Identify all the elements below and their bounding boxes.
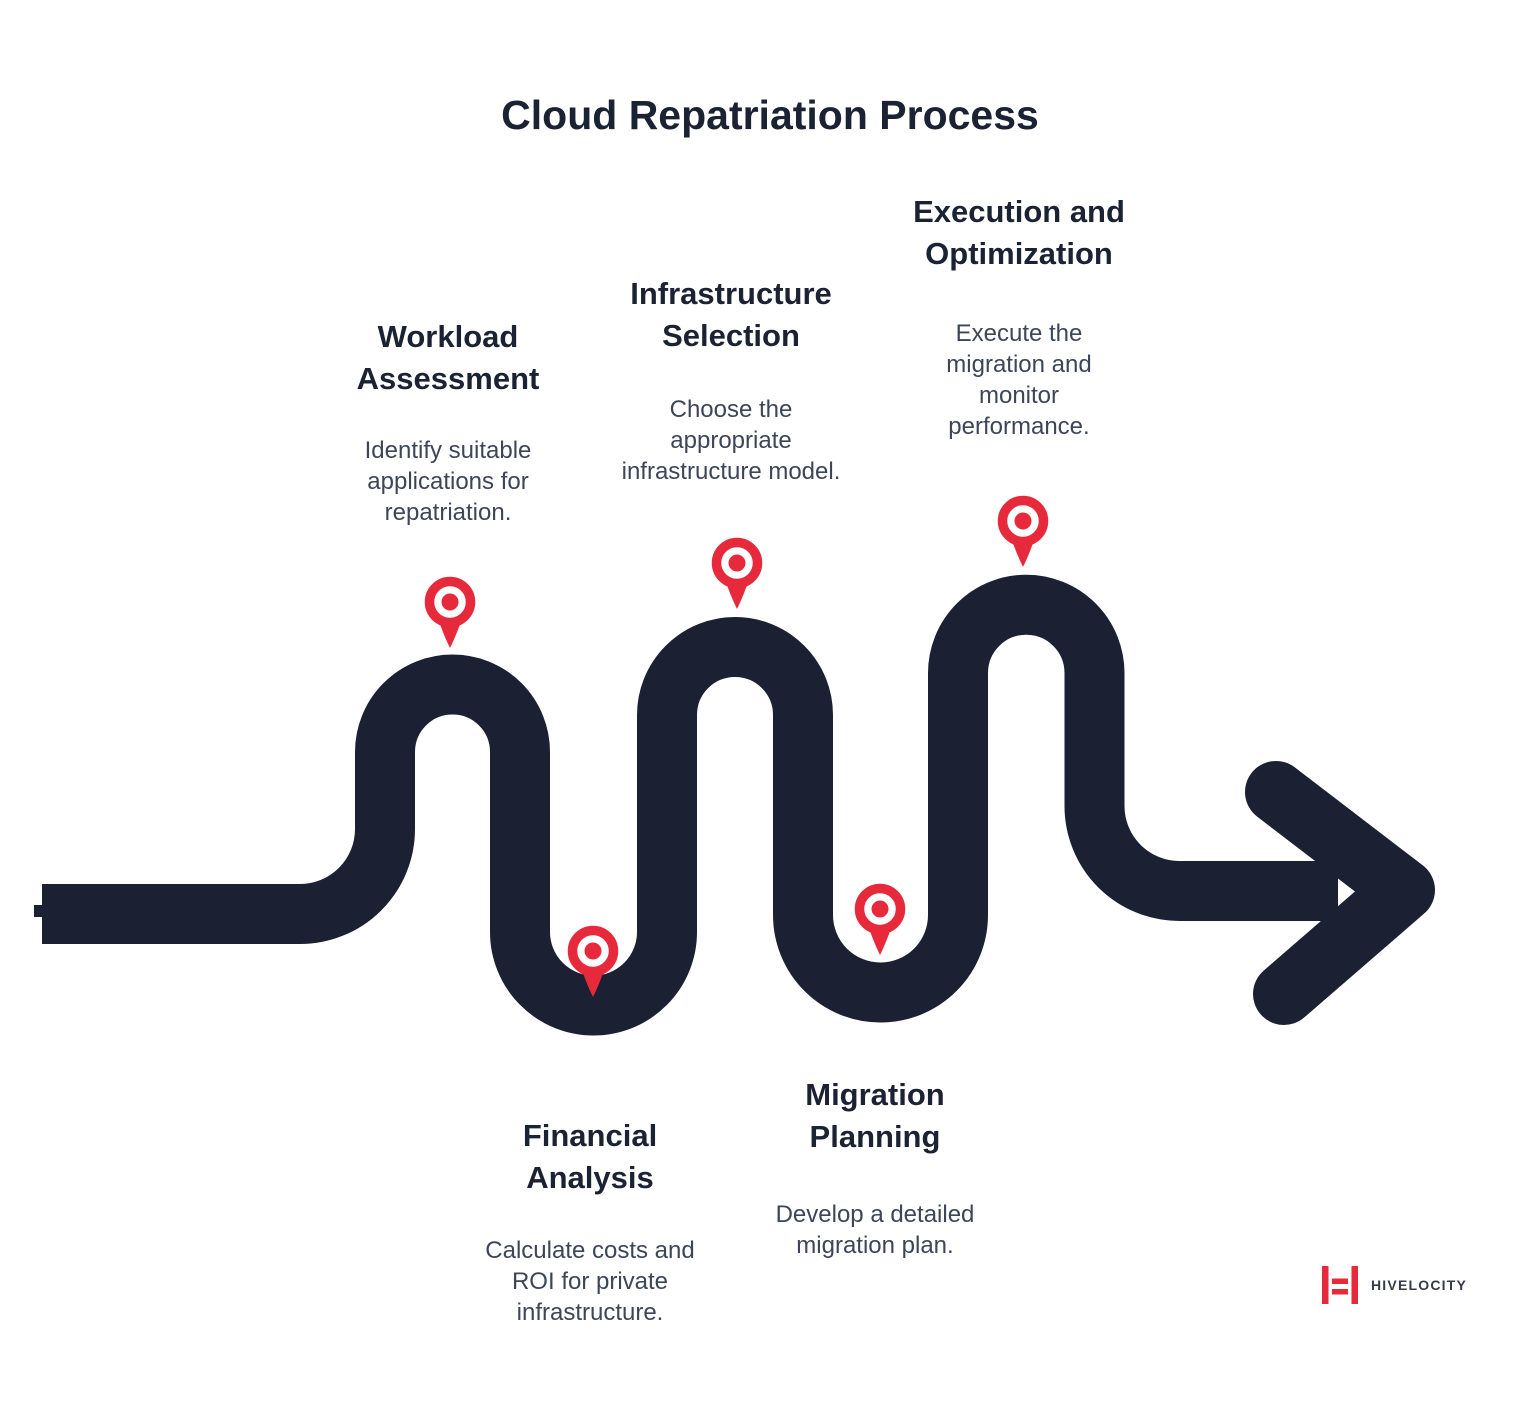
- pin-dot: [728, 554, 746, 572]
- pin-dot: [441, 593, 459, 611]
- stage-description-financial-analysis: Calculate costs and ROI for private infr…: [485, 1237, 695, 1326]
- stage-description-workload-assessment: Identify suitable applications for repat…: [364, 437, 532, 526]
- stage-description-migration-planning: Develop a detailed migration plan.: [775, 1201, 975, 1259]
- stage-title-infrastructure-selection: Infrastructure Selection: [630, 276, 832, 353]
- location-pin-icon-financial-analysis: [567, 925, 619, 997]
- page-title: Cloud Repatriation Process: [501, 92, 1039, 138]
- process-road-path: [42, 574, 1338, 1036]
- location-pin-icon-infrastructure-selection: [711, 537, 763, 609]
- hivelocity-logo: HIVELOCITY: [1322, 1266, 1467, 1304]
- road-start-tick: [34, 905, 44, 917]
- stage-description-execution-optimization: Execute the migration and monitor perfor…: [946, 320, 1092, 440]
- hivelocity-logo-text: HIVELOCITY: [1371, 1277, 1468, 1293]
- stage-title-financial-analysis: Financial Analysis: [522, 1118, 658, 1195]
- location-pin-icon-execution-optimization: [997, 495, 1049, 567]
- stage-description-infrastructure-selection: Choose the appropriate infrastructure mo…: [621, 396, 841, 485]
- stage-title-migration-planning: Migration Planning: [805, 1077, 945, 1154]
- arrow-right-icon: [1245, 761, 1435, 1025]
- pin-dot: [1014, 512, 1032, 530]
- location-pin-icon-migration-planning: [854, 883, 906, 955]
- stage-title-execution-optimization: Execution and Optimization: [913, 194, 1125, 271]
- pin-dot: [584, 942, 602, 960]
- stage-title-workload-assessment: Workload Assessment: [356, 319, 540, 396]
- hivelocity-logo-icon: [1322, 1266, 1358, 1304]
- location-pin-icon-workload-assessment: [424, 576, 476, 648]
- pin-dot: [871, 900, 889, 918]
